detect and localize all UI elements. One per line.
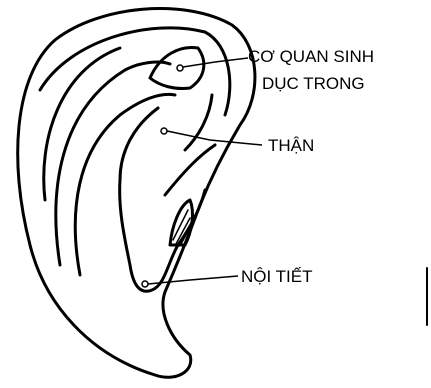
kidney-leader (167, 131, 262, 145)
label-endocrine: NỘI TIẾT (241, 267, 312, 286)
kidney-point (161, 128, 167, 134)
inner-helix-curve (40, 28, 230, 115)
endocrine-point (142, 281, 148, 287)
reproductive-organs-leader (183, 58, 248, 67)
label-reproductive-organs-line1: CƠ QUAN SINH (248, 47, 374, 66)
label-kidney: THẬN (268, 136, 314, 155)
antihelix-curve-2 (56, 62, 170, 265)
reproductive-organs-point (177, 65, 183, 71)
concha-curve (120, 108, 205, 291)
label-reproductive-organs-line2: DỤC TRONG (262, 74, 365, 93)
inner-fold (185, 95, 212, 150)
